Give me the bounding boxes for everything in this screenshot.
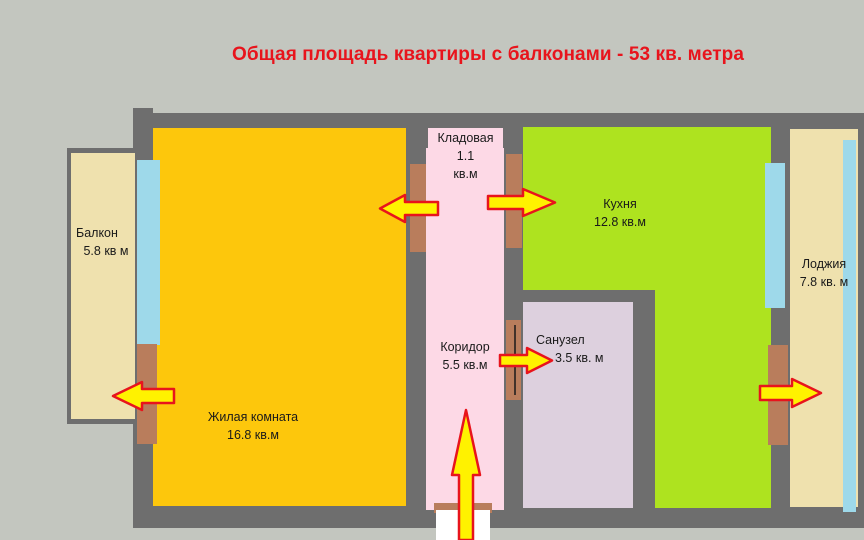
storage-name: Кладовая [437, 131, 494, 145]
kitchen-window [765, 163, 785, 308]
arrow-to-balcony [111, 380, 176, 412]
balcony-label: Балкон 5.8 кв м [76, 224, 136, 260]
plan-title: Общая площадь квартиры с балконами - 53 … [231, 44, 745, 65]
balcony-window [137, 160, 160, 345]
balcony-name: Балкон [76, 226, 118, 240]
corridor-label: Коридор 5.5 кв.м [426, 338, 504, 374]
storage-area-1: 1.1 [456, 149, 475, 163]
bathroom-label: Санузел 3.5 кв. м [530, 331, 620, 367]
loggia-area: 7.8 кв. м [799, 275, 849, 289]
bathroom-floor [523, 302, 633, 508]
loggia-window [843, 140, 856, 512]
living-room-area: 16.8 кв.м [227, 428, 279, 442]
bathroom-name: Санузел [536, 333, 585, 347]
arrow-to-kitchen [486, 187, 557, 218]
living-room-wall-notch [133, 108, 153, 148]
bathroom-area: 3.5 кв. м [555, 351, 604, 365]
loggia-name: Лоджия [801, 257, 847, 271]
corridor-name: Коридор [440, 340, 490, 354]
storage-label: Кладовая 1.1 кв.м [428, 129, 503, 183]
kitchen-label: Кухня 12.8 кв.м [580, 195, 660, 231]
loggia-label: Лоджия 7.8 кв. м [790, 255, 858, 291]
living-room-floor [153, 128, 406, 506]
corridor-area: 5.5 кв.м [442, 358, 488, 372]
arrow-to-living-room [378, 193, 440, 224]
storage-area-2: кв.м [453, 167, 478, 181]
arrow-to-bathroom [498, 346, 554, 375]
living-room-name: Жилая комната [207, 410, 299, 424]
balcony-floor [71, 153, 135, 419]
arrow-to-loggia [758, 377, 823, 409]
balcony-area: 5.8 кв м [83, 244, 129, 258]
arrow-entrance [450, 408, 482, 540]
kitchen-area: 12.8 кв.м [594, 215, 646, 229]
living-room-label: Жилая комната 16.8 кв.м [193, 408, 313, 444]
kitchen-name: Кухня [603, 197, 637, 211]
kitchen-floor [523, 127, 771, 508]
